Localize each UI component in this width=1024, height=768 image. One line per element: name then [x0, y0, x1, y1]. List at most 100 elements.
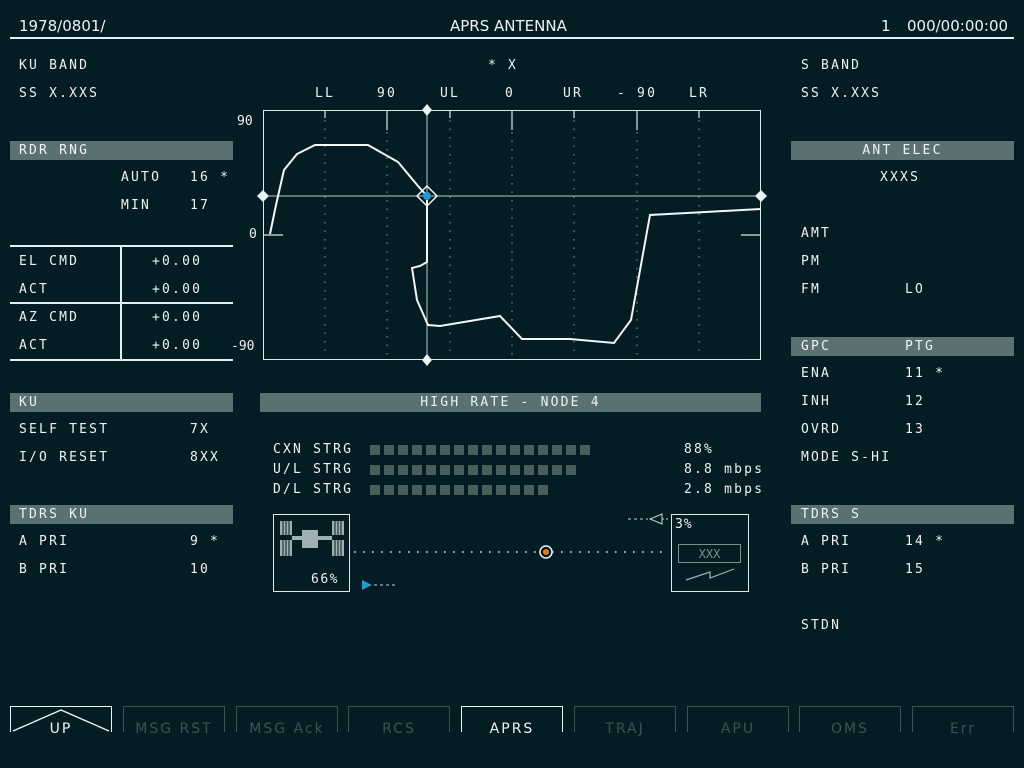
tdrs-percent: 3%: [675, 517, 693, 532]
signal-bar-segment: [538, 445, 548, 455]
el-act-value: +0.00: [152, 282, 203, 297]
axis-label-ul: UL: [440, 86, 461, 101]
s-b-pri-value[interactable]: 15: [905, 562, 926, 577]
signal-bar-segment: [398, 465, 408, 475]
station-percent: 66%: [311, 572, 339, 587]
signal-bar-segment: [370, 445, 380, 455]
auto-value[interactable]: 16 *: [190, 170, 231, 185]
tab-aprs[interactable]: APRS: [461, 706, 563, 737]
station-box: [273, 514, 350, 592]
downlink-zigzag-icon: [685, 568, 735, 581]
self-test-value[interactable]: 7X: [190, 422, 211, 437]
tab-msg-ack[interactable]: MSG Ack: [236, 706, 338, 737]
tdrs-s-header: TDRS S: [791, 505, 1014, 524]
auto-label: AUTO: [121, 170, 162, 185]
tab-traj[interactable]: TRAJ: [574, 706, 676, 737]
tdrs-status-box[interactable]: XXX: [678, 544, 741, 563]
ant-elec-header: ANT ELEC: [791, 141, 1014, 160]
signal-bar-segment: [510, 445, 520, 455]
ovrd-value[interactable]: 13: [905, 422, 926, 437]
ovrd-label: OVRD: [801, 422, 842, 437]
y-label-neg90: -90: [231, 339, 255, 354]
axis-label-lr: LR: [689, 86, 710, 101]
tab-oms[interactable]: OMS: [799, 706, 901, 737]
tdrs-ku-header: TDRS KU: [10, 505, 233, 524]
signal-bar-segment: [510, 485, 520, 495]
page-number: 1: [881, 17, 891, 35]
tab-rcs[interactable]: RCS: [348, 706, 450, 737]
space-station-icon: [280, 521, 344, 556]
signal-bar-segment: [426, 465, 436, 475]
min-value[interactable]: 17: [190, 198, 211, 213]
axis-label-ll: LL: [315, 86, 336, 101]
signal-bar-segment: [538, 485, 548, 495]
signal-bar-segment: [552, 445, 562, 455]
az-act-value: +0.00: [152, 338, 203, 353]
signal-bar-segment: [412, 465, 422, 475]
signal-bar-segment: [468, 445, 478, 455]
signal-bar-segment: [398, 485, 408, 495]
dl-strg-value: 2.8 mbps: [684, 482, 765, 497]
target-marker: * X: [488, 58, 519, 73]
axis-label-neg90: - 90: [617, 86, 658, 101]
signal-bar-segment: [552, 465, 562, 475]
stdn-label[interactable]: STDN: [801, 618, 842, 633]
io-reset-value[interactable]: 8XX: [190, 450, 221, 465]
s-ss-value: SS X.XXS: [801, 86, 882, 101]
signal-bar-segment: [566, 465, 576, 475]
signal-bar-segment: [454, 465, 464, 475]
ku-header: KU: [10, 393, 233, 412]
signal-bar-segment: [482, 485, 492, 495]
signal-bar-segment: [580, 445, 590, 455]
cmd-table-mid: [10, 302, 233, 304]
y-label-0: 0: [249, 227, 257, 242]
az-cmd-value: +0.00: [152, 310, 203, 325]
signal-bar-segment: [524, 445, 534, 455]
signal-bar-segment: [440, 465, 450, 475]
axis-label-90: 90: [377, 86, 398, 101]
axis-label-0: 0: [505, 86, 516, 101]
signal-bar-segment: [496, 465, 506, 475]
signal-bar-segment: [440, 485, 450, 495]
cmd-table-bottom: [10, 359, 233, 361]
ku-a-pri-value[interactable]: 9 *: [190, 534, 221, 549]
el-cmd-value: +0.00: [152, 254, 203, 269]
signal-bar-segment: [454, 485, 464, 495]
signal-bar-segment: [524, 465, 534, 475]
signal-bar-segment: [398, 445, 408, 455]
az-act-label: ACT: [19, 338, 50, 353]
tab-err[interactable]: Err: [912, 706, 1014, 737]
s-band-label: S BAND: [801, 58, 862, 73]
tab-apu[interactable]: APU: [687, 706, 789, 737]
dl-strg-label: D/L STRG: [273, 482, 354, 497]
io-reset-label: I/O RESET: [19, 450, 110, 465]
ku-b-pri-label: B PRI: [19, 562, 70, 577]
signal-bar-segment: [482, 445, 492, 455]
s-a-pri-value[interactable]: 14 *: [905, 534, 946, 549]
signal-bar-segment: [412, 445, 422, 455]
high-rate-header: HIGH RATE - NODE 4: [260, 393, 761, 412]
ul-strg-value: 8.8 mbps: [684, 462, 765, 477]
az-cmd-label: AZ CMD: [19, 310, 80, 325]
tab-up[interactable]: UP: [10, 706, 112, 737]
signal-bar-segment: [384, 485, 394, 495]
ena-value[interactable]: 11 *: [905, 366, 946, 381]
mode-label: MODE S-HI: [801, 450, 892, 465]
y-label-90: 90: [237, 114, 253, 129]
inh-value[interactable]: 12: [905, 394, 926, 409]
tab-msg-rst[interactable]: MSG RST: [123, 706, 225, 737]
s-a-pri-label: A PRI: [801, 534, 852, 549]
ku-b-pri-value[interactable]: 10: [190, 562, 211, 577]
ku-ss-value: SS X.XXS: [19, 86, 100, 101]
signal-bar-segment: [468, 485, 478, 495]
signal-bar-segment: [384, 465, 394, 475]
min-label: MIN: [121, 198, 152, 213]
s-b-pri-label: B PRI: [801, 562, 852, 577]
signal-bar-segment: [496, 445, 506, 455]
signal-bar-segment: [370, 465, 380, 475]
rdr-rng-header: RDR RNG: [10, 141, 233, 160]
display-id: 1978/0801/: [19, 17, 106, 35]
signal-bar-segment: [468, 465, 478, 475]
